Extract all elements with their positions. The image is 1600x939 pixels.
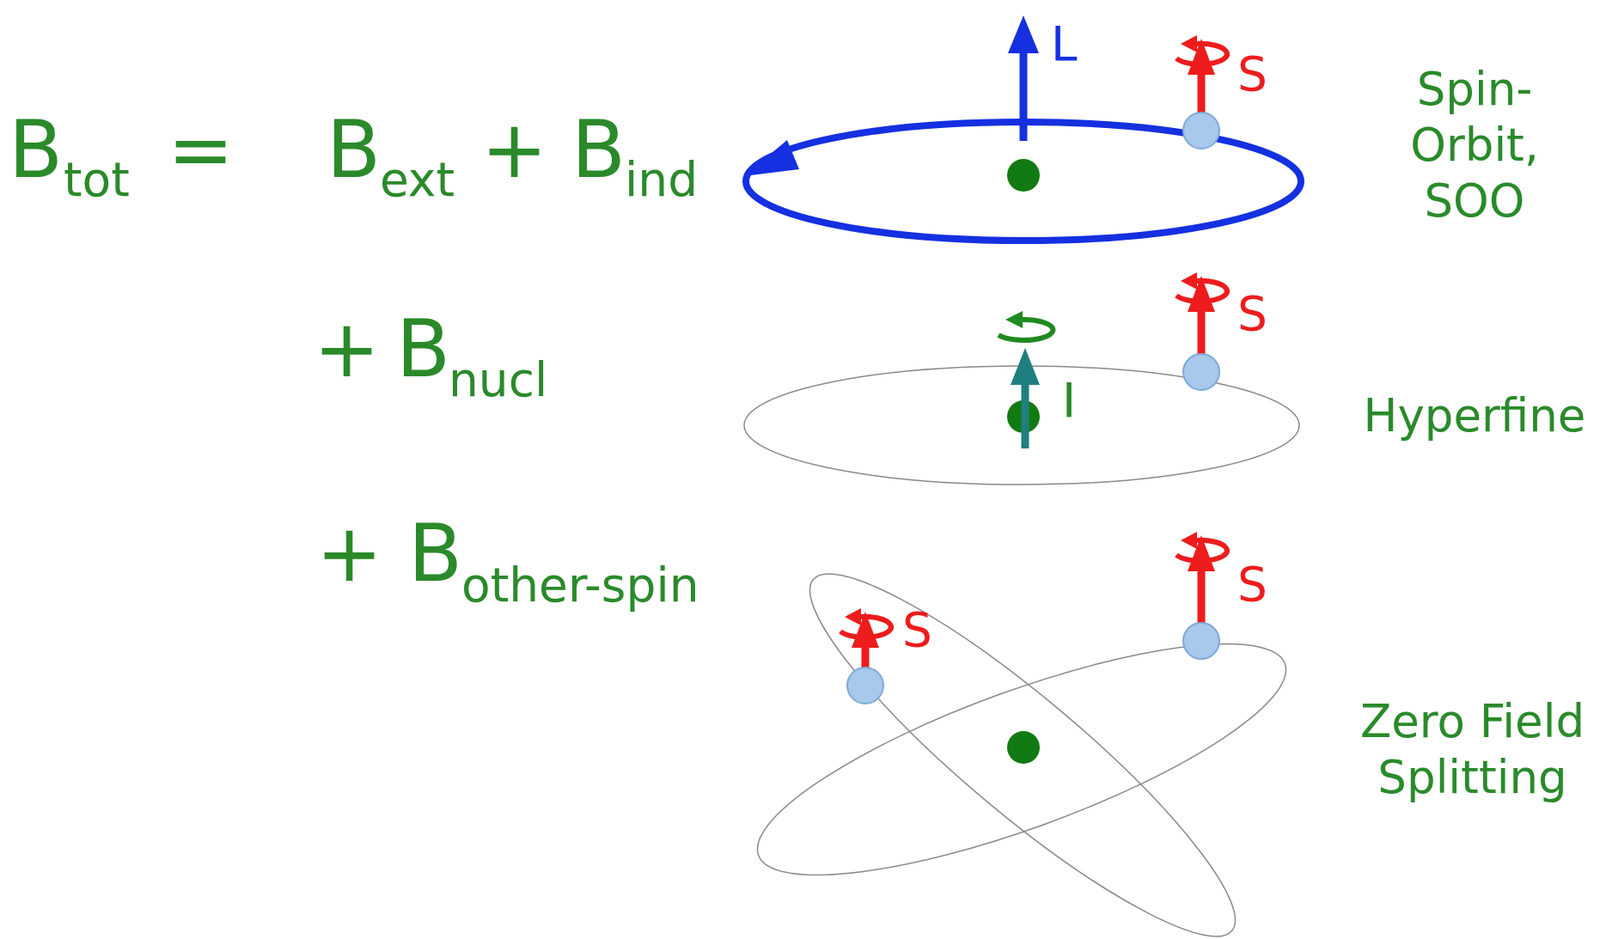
operator: + [481, 110, 548, 190]
vector-label: S [902, 606, 933, 654]
orbit [734, 598, 1308, 920]
orbit [775, 535, 1271, 939]
interaction-name: Spin- Orbit, SOO [1380, 61, 1570, 229]
spin-symbol [1176, 272, 1228, 391]
vector-label: L [1050, 20, 1078, 68]
formula-symbol: B [326, 110, 381, 190]
vector-label: S [1237, 290, 1268, 338]
orbit-arrowhead [744, 140, 800, 177]
l-arrowhead [1007, 15, 1039, 54]
nuclear-spin-curl-head [1005, 311, 1023, 329]
formula-symbol: B [571, 110, 626, 190]
formula-symbol: B [8, 110, 63, 190]
operator: + [316, 514, 383, 594]
operator: + [313, 310, 380, 390]
nucleus [1007, 158, 1040, 192]
formula-symbol: B [408, 514, 463, 594]
vector-label: S [1237, 561, 1268, 609]
vector-label: S [1237, 50, 1268, 98]
interaction-name: Zero Field Splitting [1349, 693, 1595, 806]
spin-symbol [1176, 35, 1228, 149]
subscript: nucl [448, 356, 548, 404]
nuclear-spin-curl [998, 319, 1053, 341]
nucleus [1007, 731, 1040, 764]
subscript: tot [63, 156, 130, 204]
l-vector [1019, 49, 1028, 141]
subscript: ext [379, 156, 455, 204]
interaction-name: Hyperfine [1354, 387, 1595, 444]
subscript: ind [624, 156, 698, 204]
operator: = [167, 110, 234, 190]
nuclear-spin-arrowhead [1010, 348, 1040, 385]
spin-symbol [840, 608, 892, 704]
formula-symbol: B [396, 310, 451, 390]
vector-label: I [1062, 377, 1076, 425]
subscript: other-spin [461, 561, 700, 610]
spin-symbol [1176, 531, 1228, 660]
nuclear-spin-vector [1021, 378, 1030, 449]
